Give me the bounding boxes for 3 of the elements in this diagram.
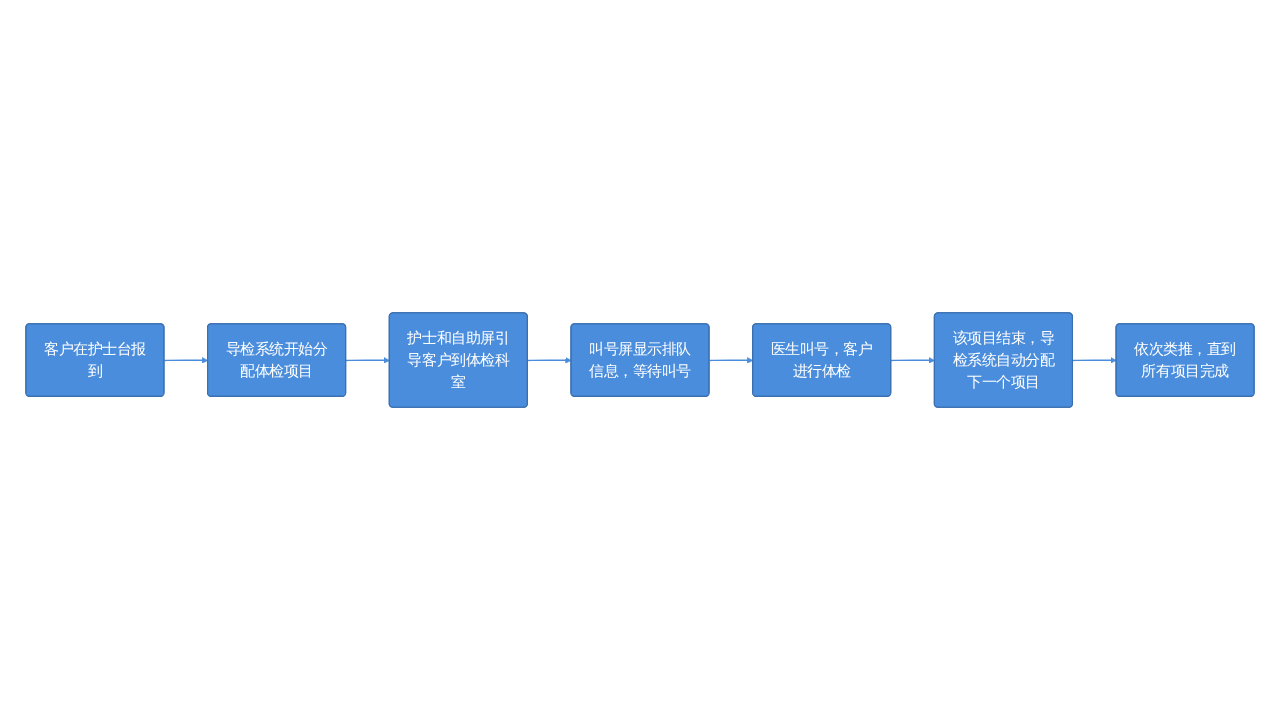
arrow (890, 357, 935, 364)
arrow (345, 357, 390, 364)
arrow (1072, 357, 1117, 364)
